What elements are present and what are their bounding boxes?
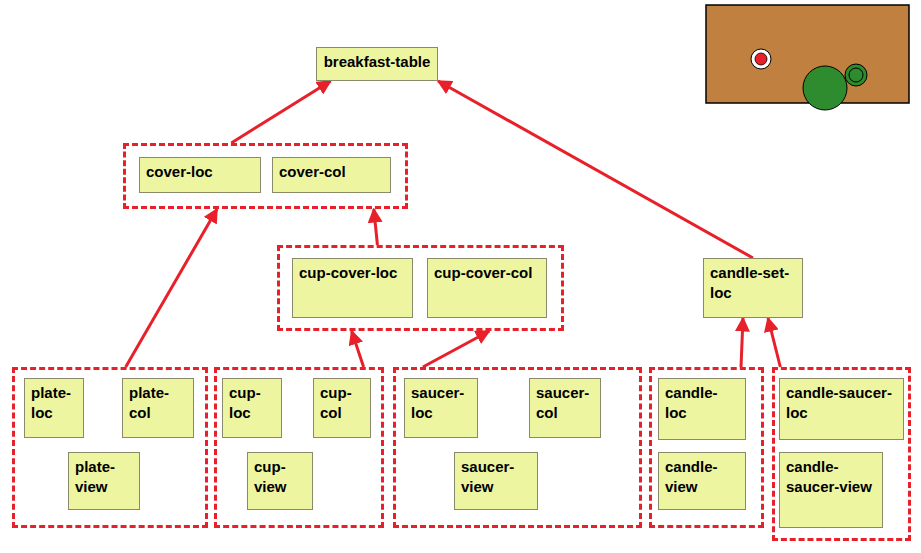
variable-box: saucer-loc (404, 378, 478, 438)
node-label: saucer-view (461, 457, 531, 497)
node-label: cup-view (254, 457, 306, 497)
node-label: cover-col (279, 162, 384, 182)
node-label: plate-col (129, 383, 187, 423)
node-label: candle-saucer-loc (786, 383, 897, 423)
variable-box: candle-loc (658, 378, 746, 440)
node-label: cup-cover-col (434, 263, 540, 283)
variable-box: candle-set-loc (703, 258, 803, 318)
node-label: saucer-col (536, 383, 594, 423)
dependency-arrow (741, 318, 743, 367)
variable-box: plate-loc (24, 378, 84, 438)
node-label: cup-cover-loc (299, 263, 406, 283)
group-box: candle-loc candle-view (649, 367, 764, 528)
node-label: candle-view (665, 457, 739, 497)
node-label: saucer-loc (411, 383, 471, 423)
variable-box: breakfast-table (316, 47, 438, 81)
variable-box: saucer-col (529, 378, 601, 438)
variable-box: cup-cover-col (427, 258, 547, 318)
variable-box: plate-col (122, 378, 194, 438)
group-box: plate-loc plate-col plate-view (12, 367, 208, 528)
candle-saucer-shape (751, 49, 771, 69)
node-label: candle-set-loc (710, 263, 796, 303)
variable-box: candle-saucer-view (779, 452, 883, 528)
group-box: cup-loc cup-col cup-view (214, 367, 384, 528)
dependency-arrow (374, 209, 378, 245)
dependency-arrow (352, 331, 364, 367)
plate-shape (803, 66, 847, 110)
node-label: candle-saucer-view (786, 457, 876, 497)
dependency-arrow (768, 318, 780, 367)
saucer-shape (845, 64, 867, 86)
dependency-arrow (438, 81, 753, 258)
dependency-arrow (126, 209, 217, 367)
group-box: saucer-loc saucer-colsaucer-view (393, 367, 642, 528)
variable-box: candle-saucer-loc (779, 378, 904, 440)
node-label: cup-loc (229, 383, 275, 423)
variable-box: cover-loc (139, 157, 261, 193)
node-label: plate-loc (31, 383, 77, 423)
candle-shape (755, 53, 767, 65)
variable-box: cup-cover-loc (292, 258, 413, 318)
group-box: cup-cover-loc cup-cover-col (277, 245, 564, 331)
variable-box: cup-col (313, 378, 371, 438)
node-label: cup-col (320, 383, 364, 423)
cup-shape (849, 68, 863, 82)
variable-box: cover-col (272, 157, 391, 193)
group-box: candle-saucer-loc candle-saucer-view (772, 367, 911, 541)
node-label: breakfast-table (323, 52, 431, 72)
variable-box: saucer-view (454, 452, 538, 510)
node-label: cover-loc (146, 162, 254, 182)
variable-box: cup-loc (222, 378, 282, 438)
node-label: candle-loc (665, 383, 739, 423)
group-box: cover-loc cover-col (123, 143, 408, 209)
dependency-arrow (423, 331, 490, 367)
variable-box: plate-view (68, 452, 140, 510)
node-label: plate-view (75, 457, 133, 497)
variable-box: cup-view (247, 452, 313, 510)
dependency-arrow (231, 81, 330, 143)
variable-box: candle-view (658, 452, 746, 510)
